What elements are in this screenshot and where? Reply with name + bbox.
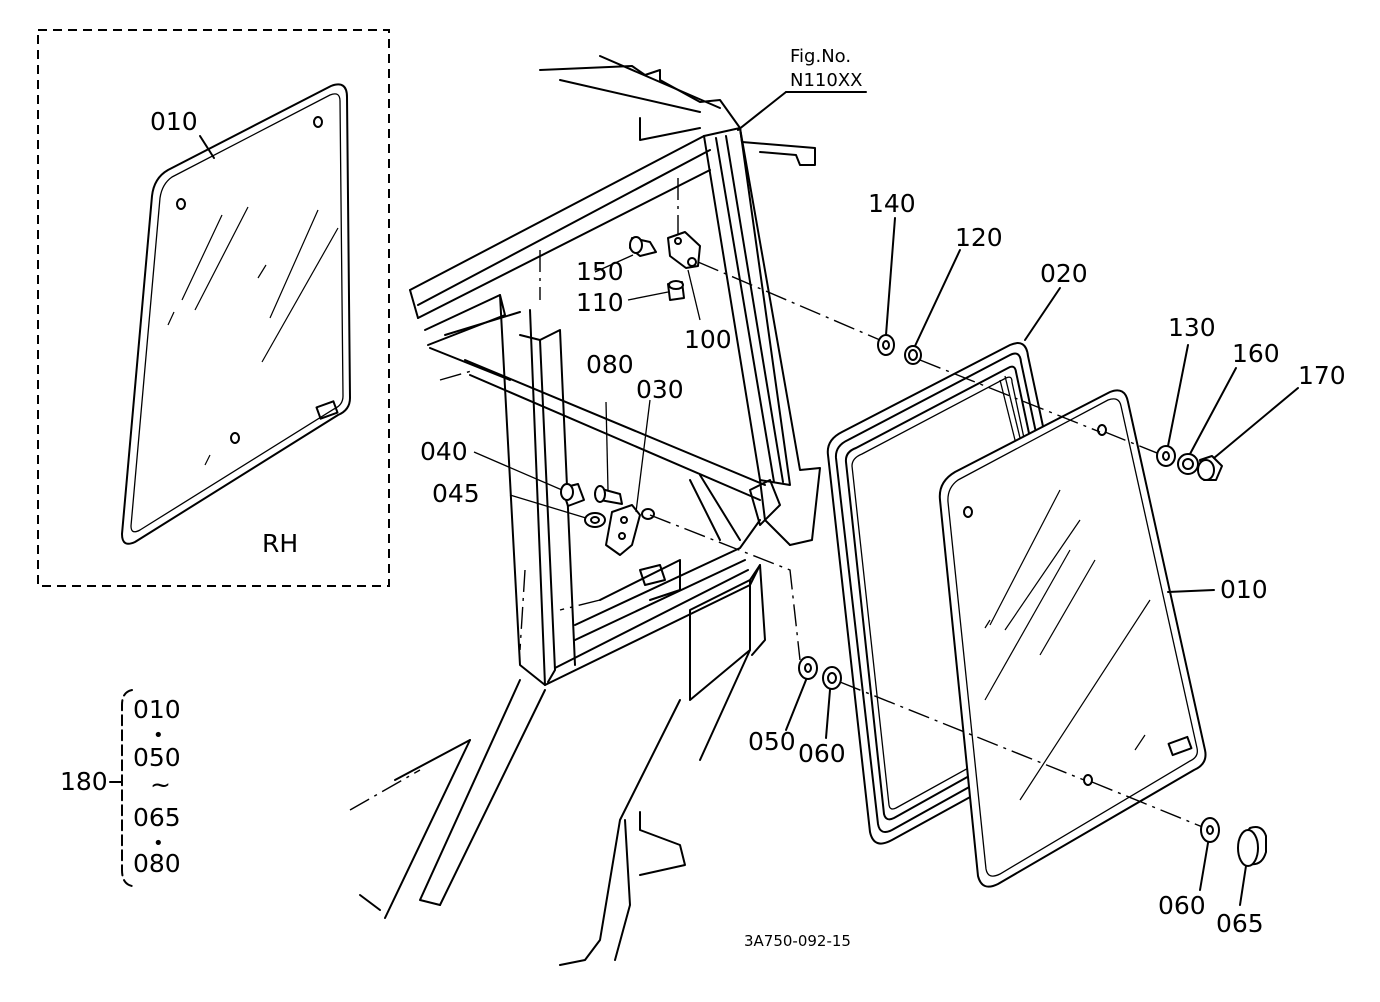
inset-hole-bottom bbox=[230, 432, 240, 444]
washer-130 bbox=[1156, 445, 1176, 467]
callout-120: 120 bbox=[955, 223, 1003, 252]
glass-010 bbox=[938, 389, 1215, 888]
bolt-040 bbox=[560, 483, 585, 507]
callout-040: 040 bbox=[420, 437, 468, 466]
assembly-brace bbox=[121, 689, 133, 887]
callout-060-left: 060 bbox=[798, 739, 846, 768]
callout-170: 170 bbox=[1298, 361, 1346, 390]
callout-045: 045 bbox=[432, 479, 480, 508]
fasteners-upper bbox=[877, 217, 1299, 481]
callout-130: 130 bbox=[1168, 313, 1216, 342]
callout-030: 030 bbox=[636, 375, 684, 404]
callout-150: 150 bbox=[576, 257, 624, 286]
assembly-label-180: 180 bbox=[60, 767, 108, 796]
assembly-item-065: 065 bbox=[133, 803, 181, 832]
callout-050: 050 bbox=[748, 727, 796, 756]
callout-160: 160 bbox=[1232, 339, 1280, 368]
assembly-sep-dot-1: • bbox=[153, 725, 164, 746]
callout-080: 080 bbox=[586, 350, 634, 379]
cap-nut-170 bbox=[1197, 455, 1223, 481]
nut-120 bbox=[904, 345, 922, 365]
glass-hole-top bbox=[1097, 424, 1107, 436]
nut-110 bbox=[667, 280, 685, 301]
inset-part-label-010: 010 bbox=[150, 107, 198, 136]
washer-045 bbox=[584, 512, 606, 528]
callout-020: 020 bbox=[1040, 259, 1088, 288]
cap-065 bbox=[1237, 826, 1267, 867]
bracket-100 bbox=[667, 231, 701, 269]
lower-bracket-group bbox=[473, 399, 801, 661]
bracket-030 bbox=[605, 504, 655, 556]
inset-dashed-border bbox=[37, 29, 390, 587]
glass-mark-square bbox=[1167, 735, 1193, 757]
callout-140: 140 bbox=[868, 189, 916, 218]
callout-065: 065 bbox=[1216, 909, 1264, 938]
assembly-sep-dot-2: • bbox=[153, 833, 164, 854]
fig-no-value: N110XX bbox=[790, 70, 862, 91]
assembly-item-050: 050 bbox=[133, 743, 181, 772]
washer-060-left bbox=[822, 666, 842, 690]
callouts: 140 120 020 130 160 170 010 150 110 100 … bbox=[420, 189, 1346, 938]
bolt-150 bbox=[629, 236, 657, 257]
assembly-item-080: 080 bbox=[133, 849, 181, 878]
inset-rh-glass bbox=[121, 83, 351, 545]
bolt-080 bbox=[594, 485, 623, 505]
assembly-180: 180 010 • 050 ~ 065 • 080 bbox=[60, 689, 181, 887]
fasteners-lower bbox=[785, 656, 1267, 906]
figure-number: Fig.No. N110XX bbox=[737, 46, 867, 131]
nut-160 bbox=[1177, 453, 1199, 475]
assembly-item-010: 010 bbox=[133, 695, 181, 724]
callout-100: 100 bbox=[684, 325, 732, 354]
cab-frame bbox=[349, 55, 821, 966]
fig-no-label: Fig.No. bbox=[790, 46, 851, 67]
drawing-code: 3A750-092-15 bbox=[744, 932, 851, 950]
washer-060-right bbox=[1200, 817, 1220, 843]
upper-bracket-group bbox=[594, 231, 881, 341]
assembly-sep-range: ~ bbox=[150, 770, 171, 799]
inset-hole-top bbox=[313, 116, 323, 128]
callout-110: 110 bbox=[576, 288, 624, 317]
inset-mark-square bbox=[315, 400, 339, 420]
callout-060-right: 060 bbox=[1158, 891, 1206, 920]
inset-side-label-rh: RH bbox=[262, 529, 298, 558]
callout-010: 010 bbox=[1220, 575, 1268, 604]
inset-hole-left bbox=[176, 198, 186, 210]
glass-hole-left bbox=[963, 506, 973, 518]
washer-140 bbox=[877, 334, 895, 356]
inset-leader-010 bbox=[199, 135, 215, 159]
washer-050 bbox=[798, 656, 818, 680]
inset-rh-box: 010 RH bbox=[37, 29, 390, 587]
